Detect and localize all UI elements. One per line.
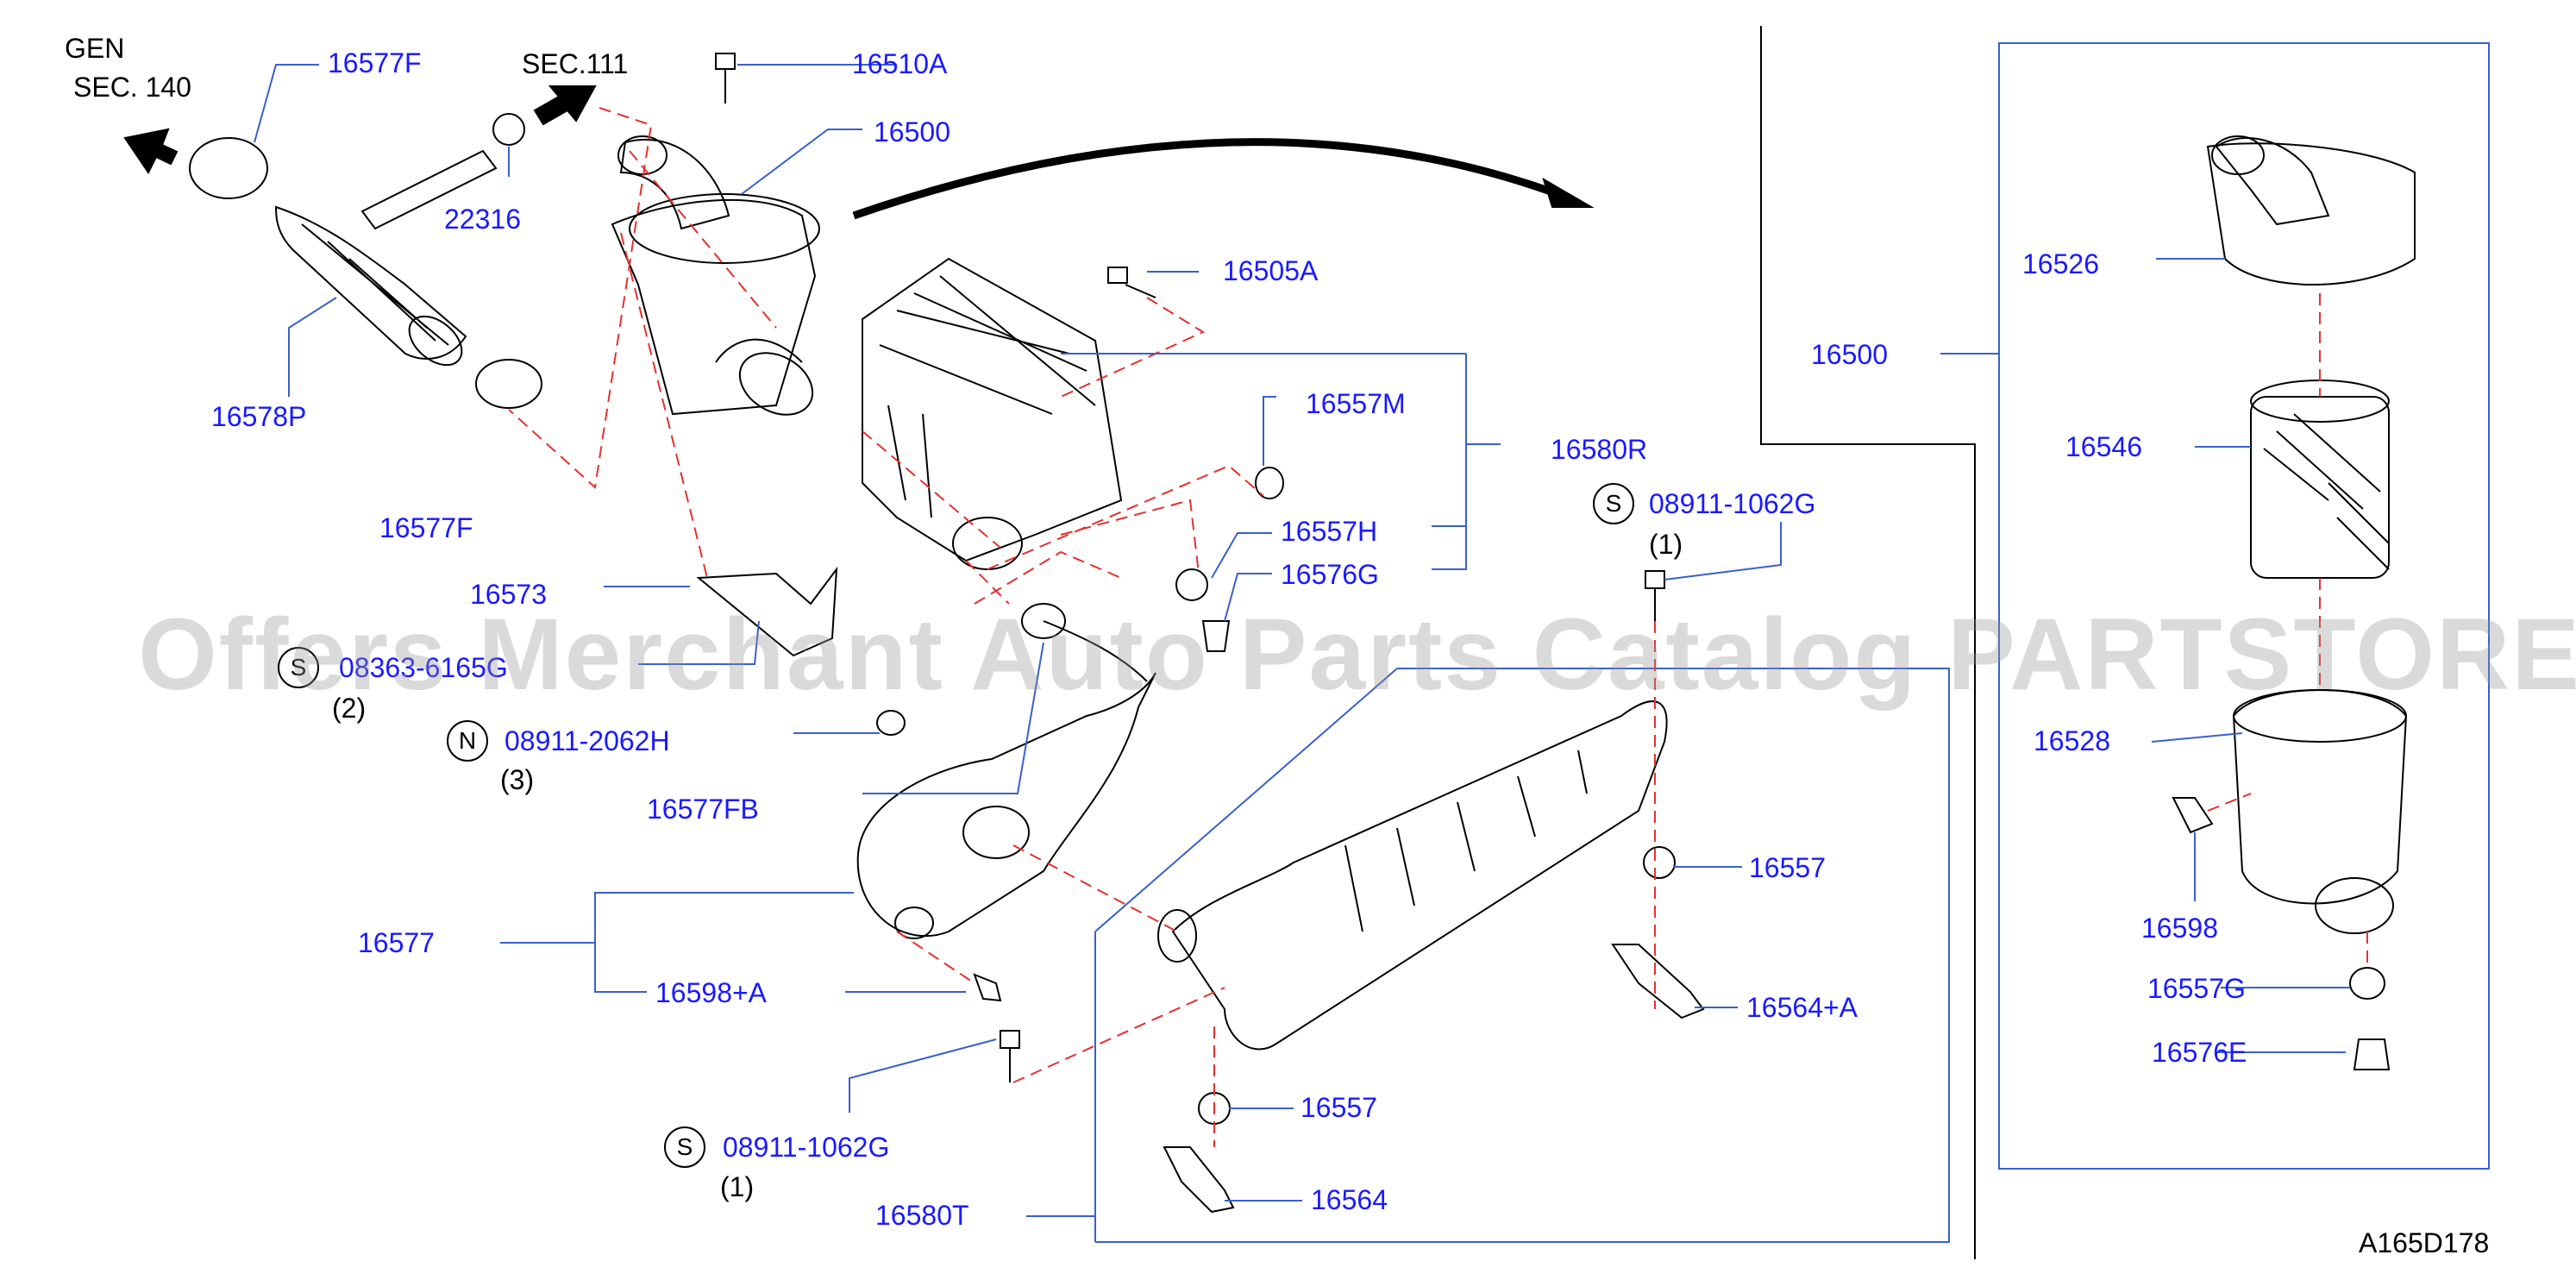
label-16557H: 16557H (1281, 516, 1378, 547)
box-16580T (1095, 668, 1950, 1243)
qty-3: (3) (500, 764, 535, 795)
cover-16526 (2206, 142, 2416, 285)
bracket-16564 (1163, 1146, 1235, 1214)
assembly-line (508, 107, 653, 489)
flow-arrow (852, 138, 1571, 220)
label-16578P: 16578P (211, 401, 307, 432)
bracket-16598 (2172, 797, 2214, 834)
label-16576G: 16576G (1281, 559, 1379, 590)
qty-1-bottom: (1) (720, 1171, 755, 1202)
diagram-code: A165D178 (2359, 1227, 2490, 1258)
label-16557G: 16557G (2147, 973, 2246, 1004)
detail-box (1998, 42, 2490, 1170)
resonator-16580R (862, 257, 1123, 562)
label-16577F-top: 16577F (328, 47, 422, 78)
watermark: Offers Merchant Auto Parts Catalog PARTS… (138, 598, 2576, 712)
label-16510A: 16510A (852, 48, 948, 79)
qty-2: (2) (332, 693, 367, 724)
leader-line (254, 64, 319, 143)
standard-part-symbol: S (1593, 483, 1634, 524)
resonator-16580T (1171, 700, 1668, 1051)
label-08911-2062H: 08911-2062H (505, 725, 670, 756)
standard-part-symbol: S (664, 1126, 705, 1168)
filter-16546 (2250, 396, 2390, 579)
label-16500-main: 16500 (874, 116, 950, 147)
label-08363-6165G: 08363-6165G (339, 652, 508, 683)
plug-16576E (2353, 1038, 2391, 1070)
bracket-16564A (1611, 944, 1705, 1020)
label-16598A: 16598+A (655, 977, 768, 1008)
bolt-16505A (1107, 267, 1128, 284)
qty-1-top: (1) (1649, 529, 1683, 560)
gen-arrow-icon (123, 128, 179, 174)
plug-16576G (1201, 620, 1231, 652)
clamp-22316 (492, 113, 525, 146)
clamp-16577F-bottom (475, 359, 542, 409)
ref-sec111: SEC.111 (522, 48, 629, 79)
standard-part-symbol: S (278, 647, 319, 688)
label-16573: 16573 (470, 579, 547, 610)
label-08911-1062G-top: 08911-1062G (1649, 488, 1816, 519)
case-16528 (2232, 689, 2408, 905)
label-16598: 16598 (2141, 913, 2218, 944)
ref-sec140: SEC. 140 (73, 72, 191, 103)
bracket-16573 (696, 566, 838, 657)
label-16564: 16564 (1311, 1184, 1388, 1215)
label-16557M: 16557M (1306, 388, 1406, 419)
label-16500-detail: 16500 (1811, 339, 1888, 370)
grommet-16557M (1255, 467, 1284, 499)
label-16564A: 16564+A (1746, 992, 1858, 1023)
bolt-08911-1062G-bot (1000, 1030, 1020, 1049)
divider-line (1760, 26, 1976, 1259)
label-08911-1062G-bottom: 08911-1062G (723, 1132, 890, 1163)
label-16577FB: 16577FB (647, 794, 759, 825)
label-22316: 22316 (444, 204, 521, 235)
nut-symbol: N (447, 720, 488, 762)
label-16546: 16546 (2065, 431, 2142, 462)
flow-arrowhead-icon (1542, 177, 1595, 208)
sensor-16598A (973, 973, 1002, 1002)
label-16580T: 16580T (875, 1200, 969, 1231)
bolt-16510A (715, 53, 736, 70)
label-16576E: 16576E (2152, 1037, 2247, 1068)
label-16528: 16528 (2034, 725, 2110, 756)
nut-08911-2062H (876, 710, 906, 736)
ref-gen: GEN (65, 33, 125, 64)
label-16577F-bottom: 16577F (379, 512, 473, 543)
air-cleaner-upper (611, 198, 817, 416)
label-16557-low: 16557 (1301, 1092, 1377, 1123)
bolt-08911-1062G-top (1645, 570, 1665, 589)
grommet-16557-right (1643, 846, 1676, 879)
duct-16577 (856, 672, 1156, 938)
grommet-16557H (1175, 568, 1208, 601)
label-16526: 16526 (2022, 248, 2099, 279)
label-16505A: 16505A (1223, 255, 1319, 286)
label-16580R: 16580R (1551, 434, 1648, 465)
sec111-arrow-icon (533, 85, 597, 126)
label-16557-right: 16557 (1749, 852, 1826, 883)
label-16577: 16577 (358, 927, 435, 958)
hose-16578P (274, 205, 467, 360)
clamp-16577F-top (189, 137, 268, 199)
grommet-16557G (2349, 967, 2385, 1000)
